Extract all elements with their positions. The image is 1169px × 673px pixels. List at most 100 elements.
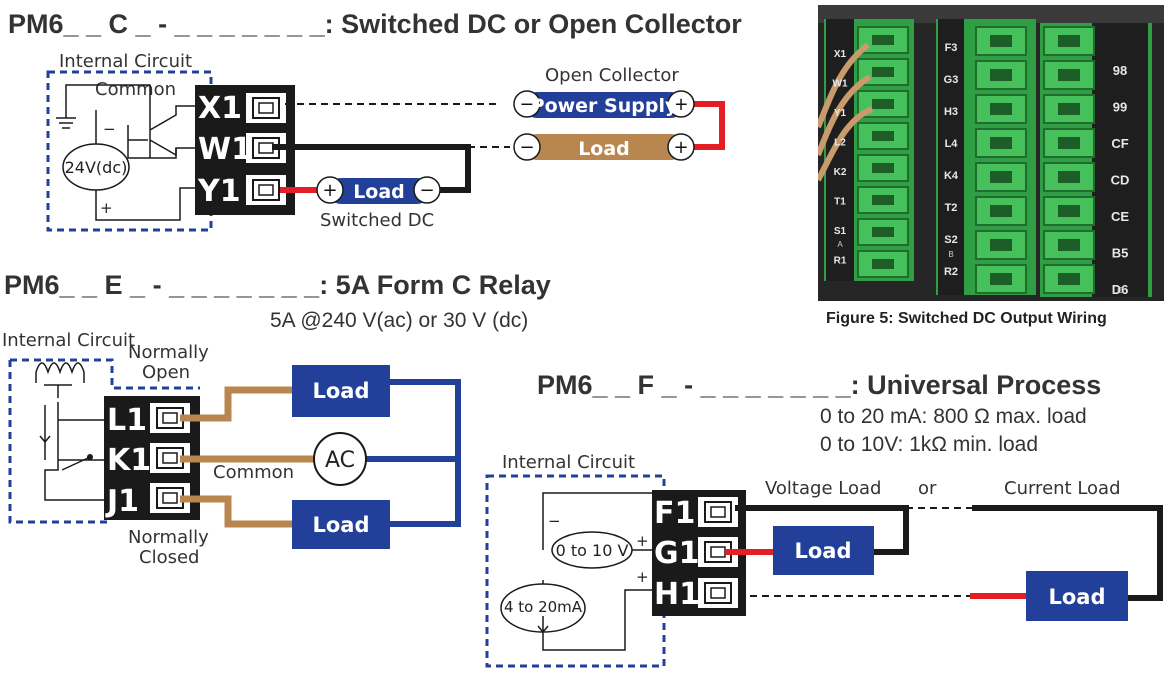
svg-text:−: − bbox=[519, 137, 534, 158]
terminal-label: S1 bbox=[834, 226, 847, 237]
switched-dc-section: 24V(dc) − + X1 W1 Y1 − + Power Supply − … bbox=[46, 70, 725, 232]
relay-section: L1 K1 J1 Load Load AC bbox=[8, 358, 461, 549]
terminal-label: T1 bbox=[834, 197, 846, 208]
terminal-label: 99 bbox=[1113, 100, 1127, 115]
normally-open-label: Normally bbox=[128, 342, 209, 363]
normally-open-label: Open bbox=[142, 362, 191, 383]
svg-text:+: + bbox=[673, 137, 688, 158]
internal-circuit-box bbox=[8, 358, 200, 524]
dc-supply-icon bbox=[62, 143, 130, 191]
terminal-screw-slot bbox=[857, 122, 909, 150]
bank-tag: A bbox=[837, 240, 843, 249]
terminal-l1-label: L1 bbox=[107, 403, 147, 438]
terminal-label: R2 bbox=[944, 266, 958, 278]
load bbox=[292, 365, 390, 417]
load bbox=[328, 178, 430, 204]
terminal-label: 98 bbox=[1113, 63, 1127, 78]
switched-dc-label: Switched DC bbox=[320, 210, 435, 231]
terminal-screw-slot bbox=[1043, 196, 1095, 226]
terminal-label: D6 bbox=[1112, 282, 1129, 297]
terminal-label: CD bbox=[1111, 173, 1130, 188]
terminal-label: Y1 bbox=[834, 108, 847, 119]
relay-coil-icon bbox=[35, 362, 85, 383]
terminal-j1-label: J1 bbox=[105, 484, 139, 519]
terminal-f1-label: F1 bbox=[654, 496, 695, 531]
internal-circuit-label: Internal Circuit bbox=[59, 51, 193, 72]
terminal-w1-label: W1 bbox=[198, 132, 252, 167]
terminal-label: B5 bbox=[1112, 246, 1129, 261]
universal-process-section: 0 to 10 V 4 to 20mA − + + F1 G1 H1 Load … bbox=[485, 474, 1163, 668]
supply-voltage-label: 24V(dc) bbox=[65, 158, 128, 177]
terminal-label: L2 bbox=[834, 138, 846, 149]
terminal-y1-label: Y1 bbox=[197, 174, 241, 209]
open-collector-label: Open Collector bbox=[545, 65, 679, 86]
switched-dc-title: PM6_ _ C _ - _ _ _ _ _ _ _: Switched DC … bbox=[8, 9, 742, 39]
load-label: Load bbox=[312, 513, 369, 537]
universal-spec-current: 0 to 20 mA: 800 Ω max. load bbox=[820, 405, 1087, 428]
minus-sign: − bbox=[103, 120, 116, 138]
current-source-label: 4 to 20mA bbox=[504, 598, 583, 616]
plus-sign: + bbox=[636, 568, 649, 586]
internal-circuit-label: Internal Circuit bbox=[2, 330, 136, 351]
load-label: Load bbox=[1048, 585, 1105, 609]
svg-text:+: + bbox=[322, 180, 337, 201]
terminal-label: X1 bbox=[834, 49, 847, 60]
terminal-screw-slot bbox=[857, 186, 909, 214]
terminal-label: K2 bbox=[834, 167, 847, 178]
terminal-label: S2 bbox=[944, 234, 957, 246]
terminal-label: G3 bbox=[944, 74, 959, 86]
terminal-label: K4 bbox=[944, 170, 959, 182]
terminal-label: CF bbox=[1111, 136, 1128, 151]
universal-spec-voltage: 0 to 10V: 1kΩ min. load bbox=[820, 433, 1039, 456]
voltage-load-label: Voltage Load bbox=[765, 478, 882, 499]
svg-text:+: + bbox=[673, 94, 688, 115]
power-supply bbox=[524, 92, 684, 118]
bank-tag: B bbox=[948, 250, 953, 259]
universal-process-title: PM6_ _ F _ - _ _ _ _ _ _ _: Universal Pr… bbox=[537, 370, 1102, 400]
svg-text:−: − bbox=[419, 180, 434, 201]
load-label: Load bbox=[578, 138, 630, 160]
normally-closed-label: Normally bbox=[128, 527, 209, 548]
load-label: Load bbox=[312, 379, 369, 403]
terminal-k1-label: K1 bbox=[107, 443, 151, 478]
load bbox=[1026, 571, 1128, 621]
plus-sign: + bbox=[636, 532, 649, 550]
terminal-label: T2 bbox=[945, 202, 958, 214]
ac-source-icon bbox=[313, 432, 367, 486]
terminal-g1-label: G1 bbox=[654, 536, 700, 571]
plus-sign: + bbox=[100, 199, 113, 217]
ac-label: AC bbox=[325, 448, 355, 473]
or-label: or bbox=[918, 478, 937, 499]
internal-circuit-label: Internal Circuit bbox=[502, 452, 636, 473]
bank-tag: C bbox=[1117, 286, 1123, 295]
current-load-label: Current Load bbox=[1004, 478, 1121, 499]
minus-sign: − bbox=[548, 512, 561, 530]
load bbox=[524, 134, 684, 160]
terminal-label: W1 bbox=[833, 79, 848, 90]
terminal-screw-slot bbox=[1043, 162, 1095, 192]
svg-text:−: − bbox=[519, 94, 534, 115]
terminal-label: L4 bbox=[945, 138, 959, 150]
voltage-source-icon bbox=[551, 531, 633, 569]
voltage-source-label: 0 to 10 V bbox=[556, 541, 629, 560]
normally-closed-label: Closed bbox=[139, 547, 200, 568]
relay-title: PM6_ _ E _ - _ _ _ _ _ _ _: 5A Form C Re… bbox=[4, 270, 551, 300]
relay-rating: 5A @240 V(ac) or 30 V (dc) bbox=[270, 309, 529, 332]
terminal-label: R1 bbox=[834, 256, 847, 267]
terminal-screw-slot bbox=[1043, 26, 1095, 56]
load-label: Load bbox=[353, 181, 405, 203]
load-label: Load bbox=[794, 539, 851, 563]
internal-circuit-box bbox=[485, 474, 666, 668]
figure-caption: Figure 5: Switched DC Output Wiring bbox=[826, 310, 1107, 327]
terminal-label: H3 bbox=[944, 106, 958, 118]
terminal-x1-label: X1 bbox=[198, 91, 242, 126]
terminal-label: F3 bbox=[945, 42, 958, 54]
load bbox=[773, 526, 874, 575]
load bbox=[292, 500, 390, 549]
common-label: Common bbox=[213, 462, 295, 483]
terminal-h1-label: H1 bbox=[654, 577, 700, 612]
terminal-label: CE bbox=[1111, 209, 1129, 224]
